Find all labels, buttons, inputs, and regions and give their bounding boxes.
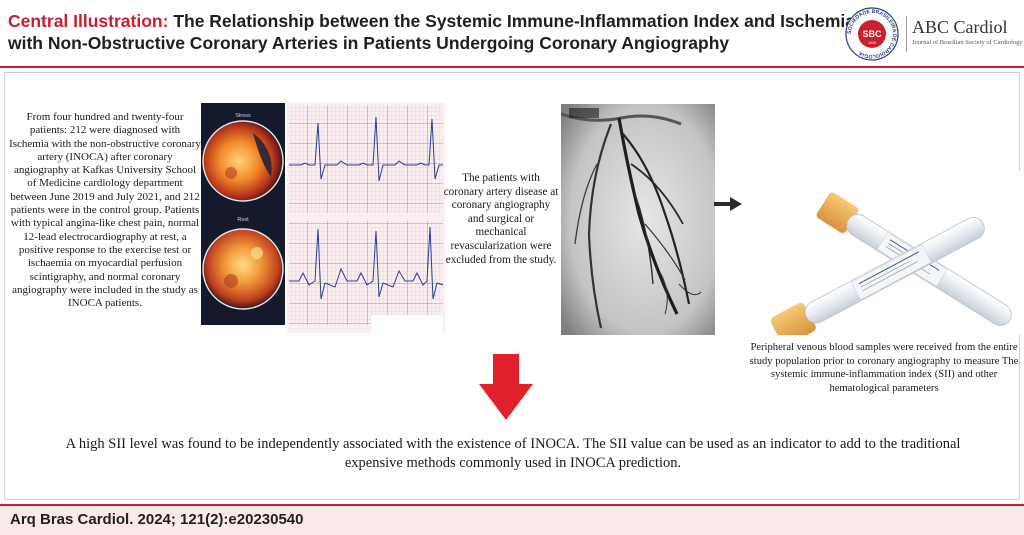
header: Central Illustration: The Relationship b… xyxy=(0,0,1024,66)
footer: Arq Bras Cardiol. 2024; 121(2):e20230540 xyxy=(0,506,1024,535)
patients-description: From four hundred and twenty-four patien… xyxy=(9,111,201,310)
exclusion-description: The patients with coronary artery diseas… xyxy=(443,172,559,266)
arrow-right-icon xyxy=(714,197,742,211)
sbc-seal-icon: SOCIEDADE BRASILEIRA DE CARDIOLOGIA SBC … xyxy=(845,7,899,61)
journal-logo: SOCIEDADE BRASILEIRA DE CARDIOLOGIA SBC … xyxy=(844,6,1023,62)
logo-divider xyxy=(906,16,907,52)
citation: Arq Bras Cardiol. 2024; 121(2):e20230540 xyxy=(10,511,304,528)
arrow-down-icon xyxy=(479,354,533,420)
title-text-2: with Non-Obstructive Coronary Arteries i… xyxy=(8,33,730,53)
scint-label-rest: Rest xyxy=(237,217,249,223)
page-title-line-1: Central Illustration: The Relationship b… xyxy=(8,10,855,32)
journal-subtitle: Journal of Brazilian Society of Cardiolo… xyxy=(912,39,1023,46)
coronary-angiography-image xyxy=(561,104,715,335)
footer-rule xyxy=(0,504,1024,506)
illustration-panel: From four hundred and twenty-four patien… xyxy=(4,72,1021,500)
scintigraphy-image: Stress Rest xyxy=(201,103,285,325)
seal-year: 1943 xyxy=(868,41,876,45)
seal-text: SBC xyxy=(862,29,882,39)
title-text-1: The Relationship between the Systemic Im… xyxy=(173,11,855,31)
ecg-tracing-image xyxy=(287,103,445,333)
title-prefix: Central Illustration: xyxy=(8,11,169,31)
conclusion-text: A high SII level was found to be indepen… xyxy=(65,436,961,471)
header-rule xyxy=(0,66,1024,68)
scint-label-stress: Stress xyxy=(235,113,251,119)
blood-sample-description: Peripheral venous blood samples were rec… xyxy=(749,342,1019,394)
blood-sample-tubes-image xyxy=(749,171,1021,335)
journal-name: ABC Cardiol xyxy=(912,17,1008,37)
